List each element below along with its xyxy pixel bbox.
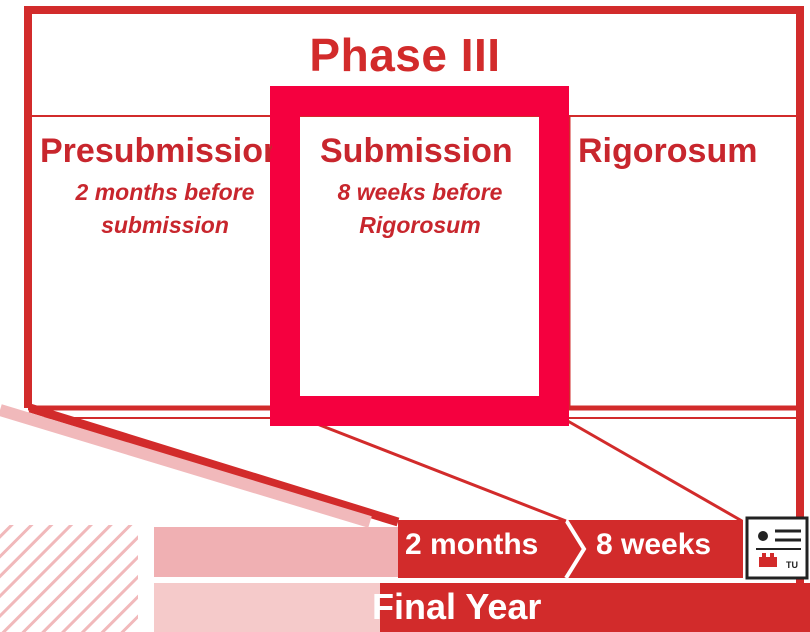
chevron-separator	[564, 518, 587, 580]
pale-bar-lower	[154, 583, 404, 632]
column-heading-rigorosum: Rigorosum	[578, 132, 758, 170]
timeline-label-8-weeks: 8 weeks	[596, 528, 712, 561]
submission-sub-line1: 8 weeks before	[337, 179, 503, 205]
column-subtitle-submission: 8 weeks before Rigorosum	[300, 176, 540, 242]
final-year-label: Final Year	[372, 586, 542, 627]
final-year-bar	[380, 583, 810, 632]
phase-box-frame	[24, 6, 804, 632]
connector-submission-right	[565, 418, 743, 523]
connector-thick-line	[28, 403, 400, 527]
connector-submission-left	[311, 420, 567, 523]
connector-pale-line	[0, 404, 372, 528]
logo-text: TU	[786, 560, 798, 570]
column-heading-presubmission: Presubmission	[40, 132, 272, 170]
column-heading-submission: Submission	[320, 132, 513, 170]
presubmission-sub-line1: 2 months before	[75, 179, 255, 205]
hatched-region	[0, 525, 138, 632]
submission-sub-line2: Rigorosum	[359, 212, 481, 238]
phase-title: Phase III	[309, 29, 501, 81]
pale-bar-upper	[154, 527, 404, 577]
certificate-icon	[745, 516, 809, 580]
presubmission-sub-line2: submission	[101, 212, 229, 238]
timeline-label-2-months: 2 months	[405, 528, 539, 561]
submission-highlight	[270, 86, 569, 426]
column-subtitle-presubmission: 2 months before submission	[40, 176, 290, 242]
